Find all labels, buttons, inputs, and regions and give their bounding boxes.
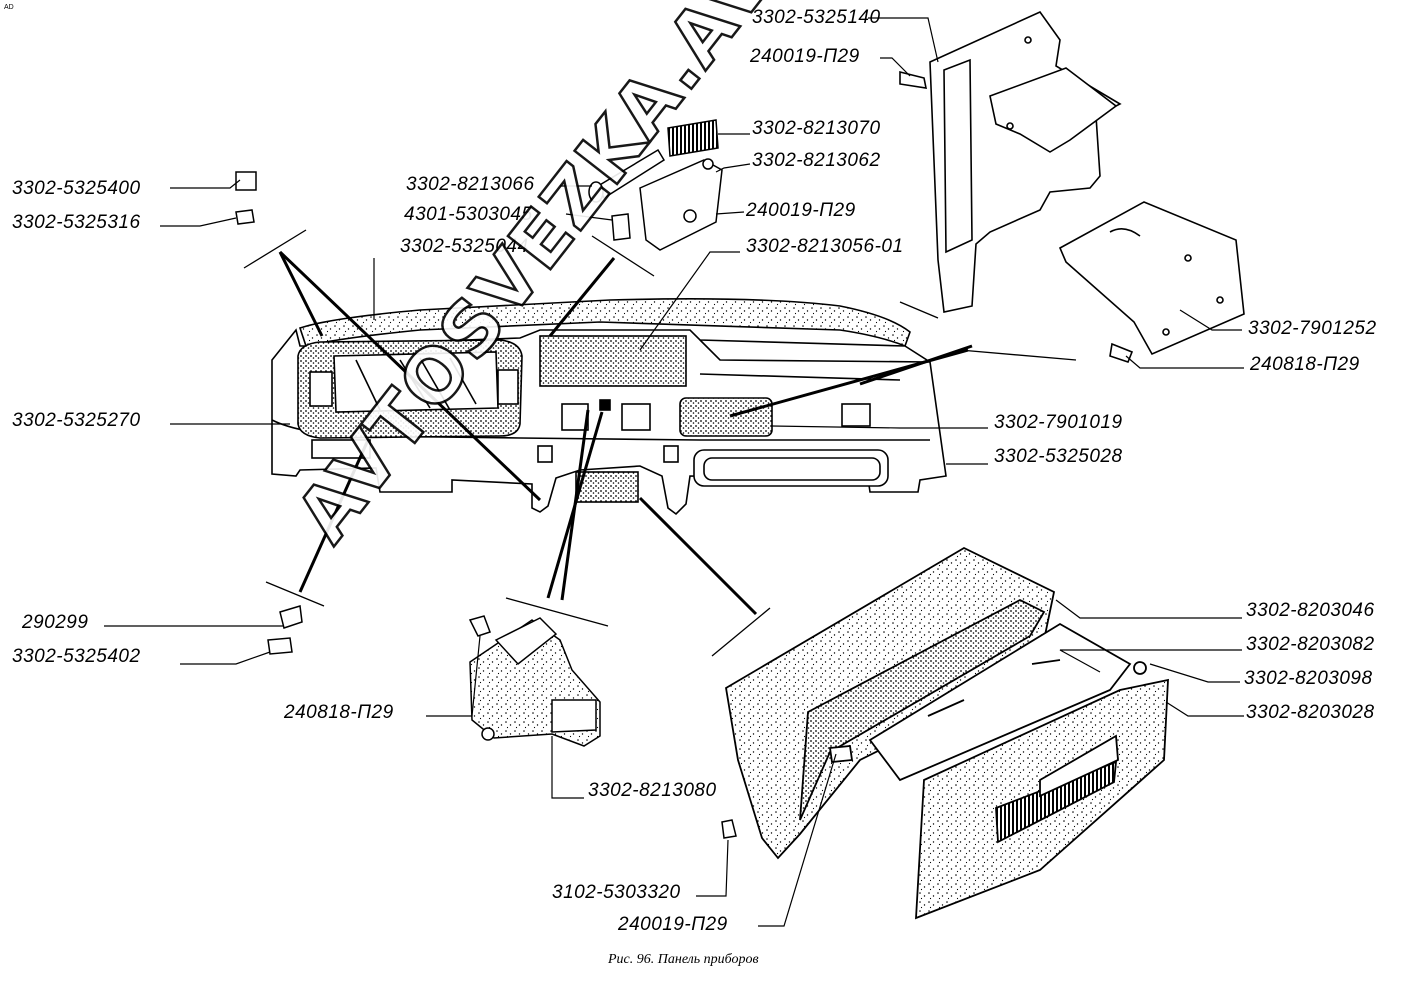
label-4301-5303045: 4301-5303045 bbox=[404, 204, 533, 225]
label-3302-8203028: 3302-8203028 bbox=[1246, 702, 1375, 723]
label-240019-p29-bottom: 240019-П29 bbox=[618, 914, 728, 935]
dashboard-panel bbox=[271, 298, 947, 516]
label-3302-5325402: 3302-5325402 bbox=[12, 646, 141, 667]
label-3302-8213066: 3302-8213066 bbox=[406, 174, 535, 195]
label-3302-7901252: 3302-7901252 bbox=[1248, 318, 1377, 339]
cut-lines bbox=[243, 229, 1077, 657]
label-3302-5325400: 3302-5325400 bbox=[12, 178, 141, 199]
hinge-parts bbox=[235, 119, 723, 251]
bracket-assembly bbox=[899, 10, 1245, 363]
label-3302-8213070: 3302-8213070 bbox=[752, 118, 881, 139]
assembly-lines bbox=[278, 250, 973, 616]
label-3302-5325028: 3302-5325028 bbox=[994, 446, 1123, 467]
label-leaders bbox=[104, 17, 1244, 927]
label-3302-5325140: 3302-5325140 bbox=[752, 7, 881, 28]
label-240818-p29-right: 240818-П29 bbox=[1250, 354, 1360, 375]
label-240019-p29-hinge: 240019-П29 bbox=[746, 200, 856, 221]
label-240818-p29-left: 240818-П29 bbox=[284, 702, 394, 723]
label-290299: 290299 bbox=[22, 612, 89, 633]
label-3302-5325270: 3302-5325270 bbox=[12, 410, 141, 431]
label-3302-8203082: 3302-8203082 bbox=[1246, 634, 1375, 655]
figure-caption: Рис. 96. Панель приборов bbox=[608, 952, 759, 967]
label-3302-5325316: 3302-5325316 bbox=[12, 212, 141, 233]
label-3302-5325044: 3302-5325044 bbox=[400, 236, 529, 257]
label-3302-8213080: 3302-8213080 bbox=[588, 780, 717, 801]
label-240019-p29-top: 240019-П29 bbox=[750, 46, 860, 67]
label-3302-8203098: 3302-8203098 bbox=[1244, 668, 1373, 689]
label-3302-8213062: 3302-8213062 bbox=[752, 150, 881, 171]
label-3102-5303320: 3102-5303320 bbox=[552, 882, 681, 903]
label-3302-8213056-01: 3302-8213056-01 bbox=[746, 236, 904, 257]
glove-box bbox=[725, 546, 1169, 920]
lower-bracket bbox=[267, 605, 737, 839]
label-3302-7901019: 3302-7901019 bbox=[994, 412, 1123, 433]
label-3302-8203046: 3302-8203046 bbox=[1246, 600, 1375, 621]
corner-mark: AD bbox=[4, 4, 14, 11]
